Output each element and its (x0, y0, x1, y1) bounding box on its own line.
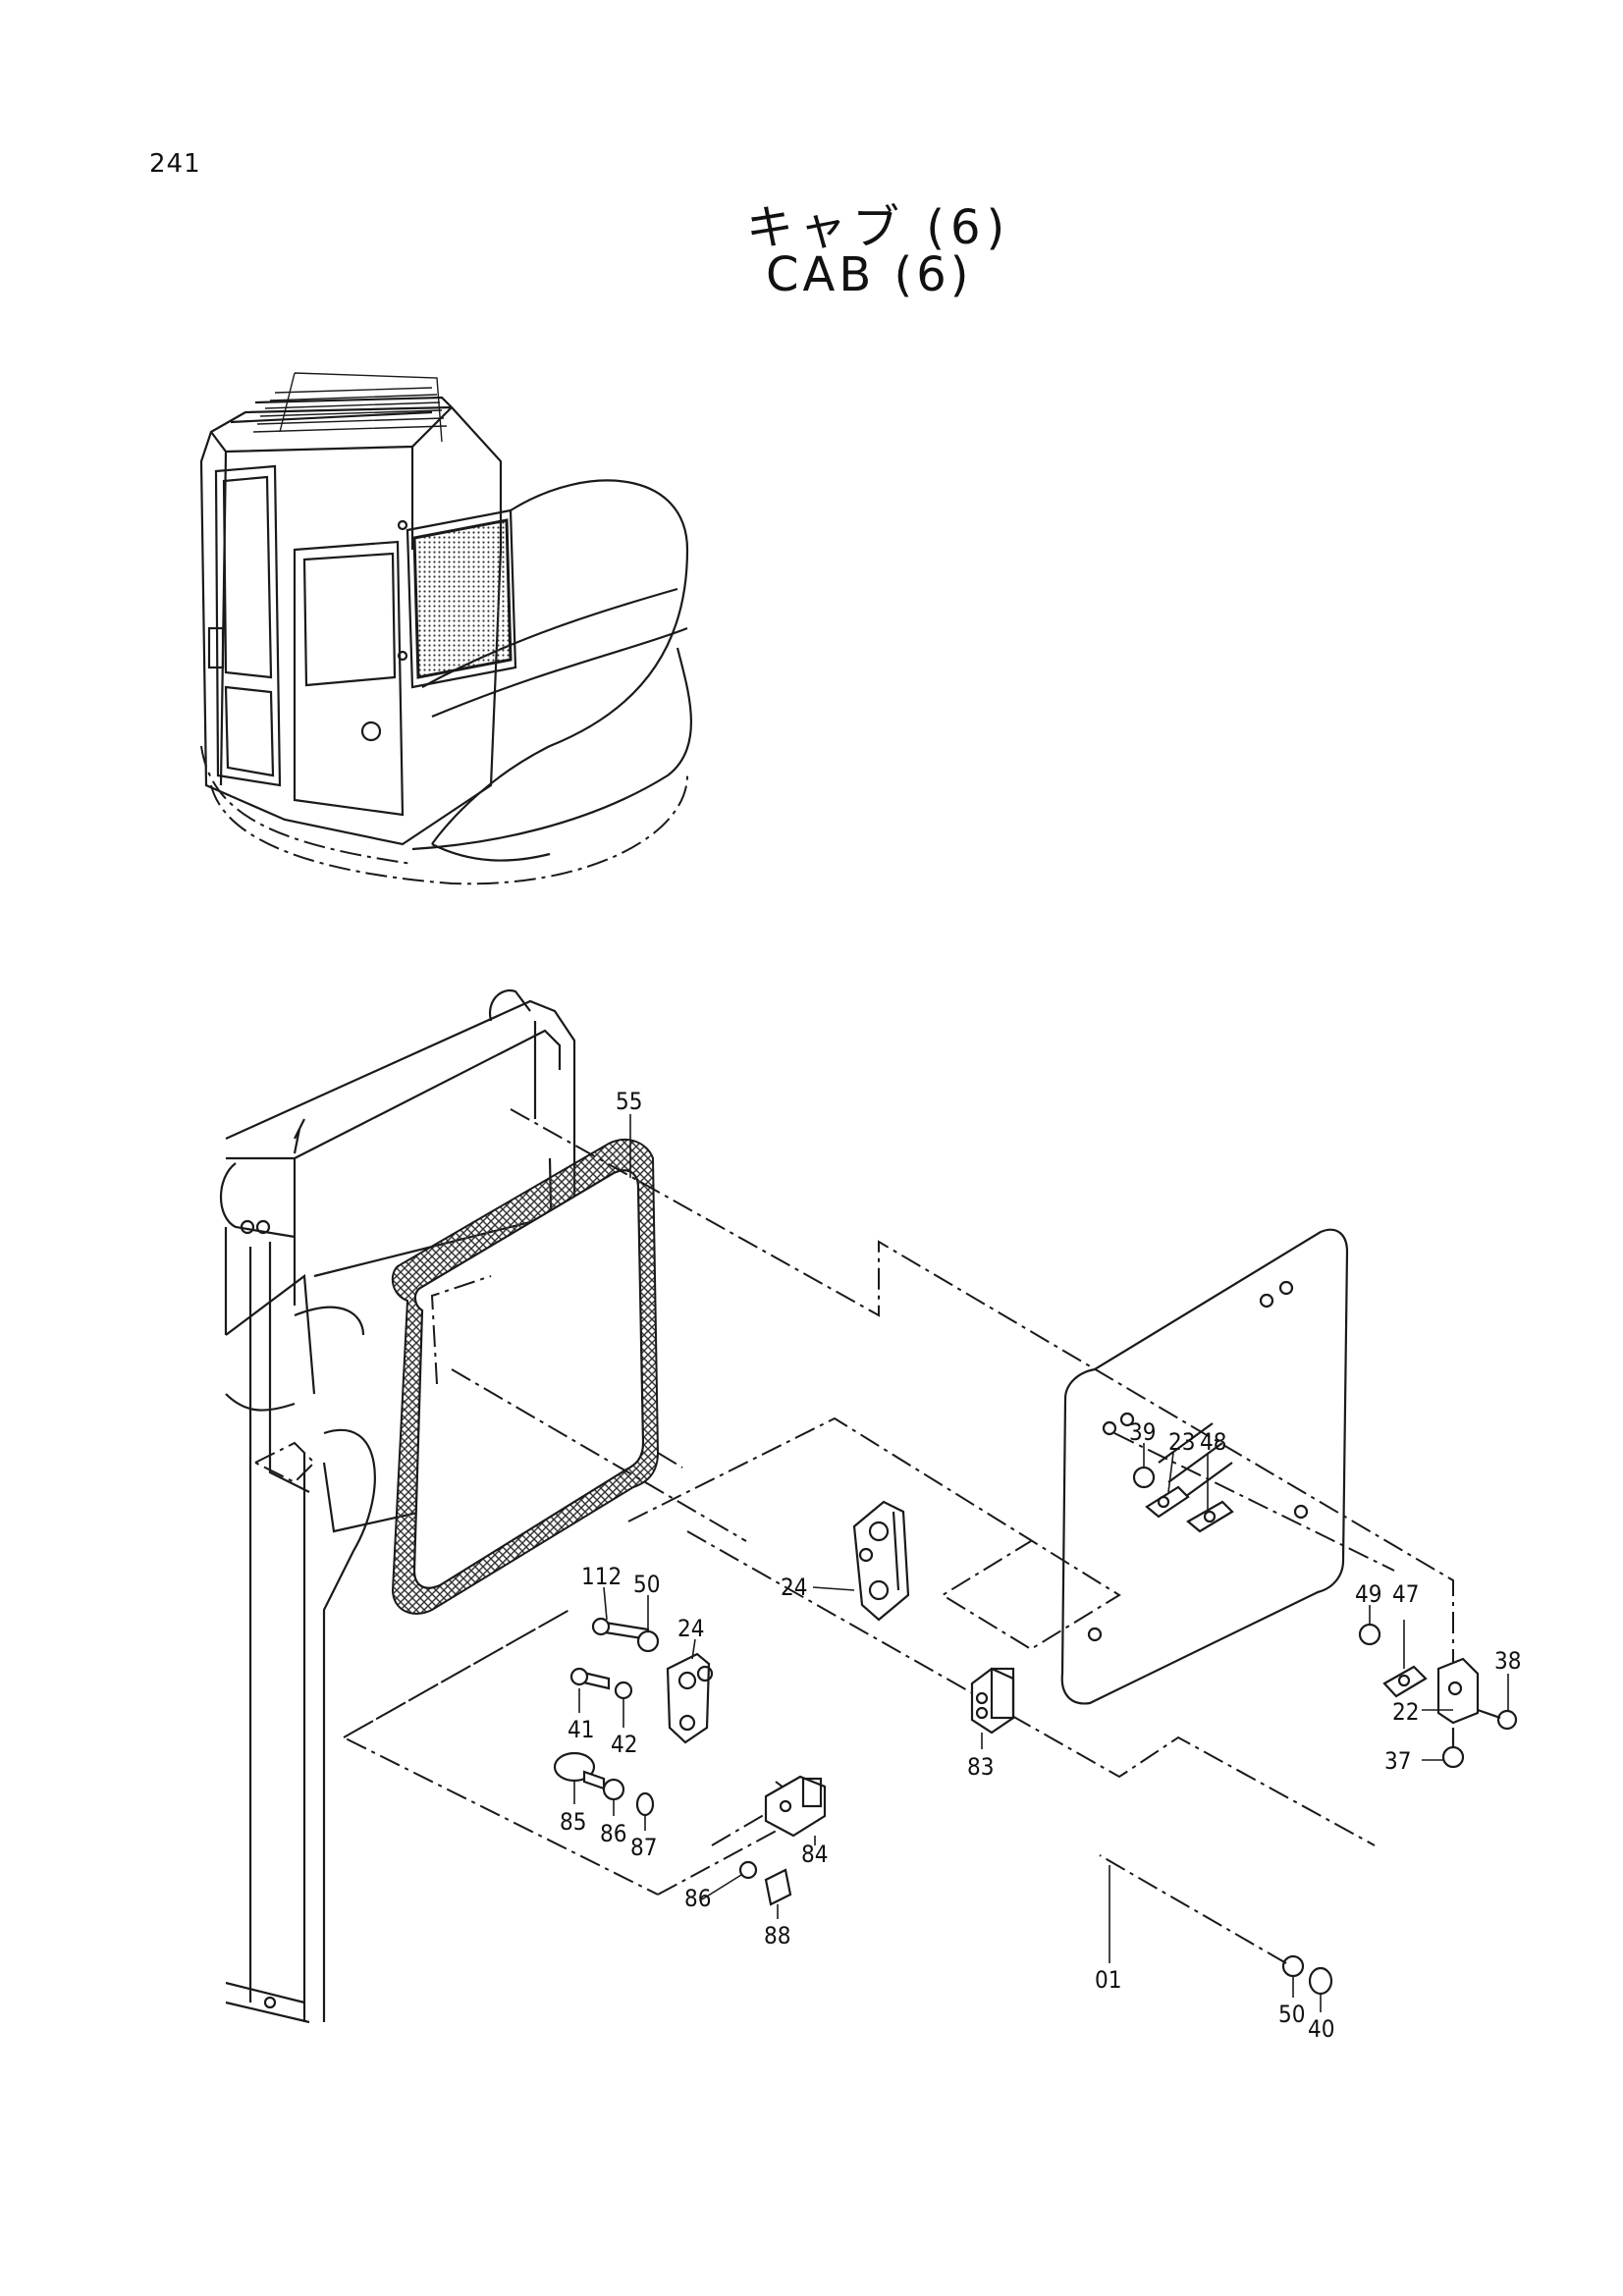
callout-86-lower: 86 (684, 1885, 711, 1912)
callout-83: 83 (967, 1753, 994, 1781)
page-title-english: CAB (6) (766, 247, 973, 302)
callout-50-upper: 50 (633, 1571, 660, 1598)
fasteners (553, 1466, 1518, 1996)
bracket-83 (970, 1667, 1015, 1735)
callout-40: 40 (1308, 2015, 1334, 2043)
callout-23: 23 (1168, 1428, 1195, 1456)
bracket-84 (764, 1775, 827, 1838)
callout-86-upper: 86 (600, 1820, 626, 1847)
callout-50-lower: 50 (1278, 2001, 1305, 2028)
callout-37: 37 (1384, 1747, 1411, 1775)
callout-42: 42 (611, 1731, 637, 1758)
callout-labels: 55 39 23 48 24 112 50 24 49 47 38 22 41 … (560, 1088, 1521, 2043)
callout-48: 48 (1200, 1428, 1226, 1456)
callout-85: 85 (560, 1808, 586, 1836)
callout-22: 22 (1392, 1698, 1419, 1726)
callout-88: 88 (764, 1922, 790, 1949)
callout-24-right: 24 (781, 1574, 807, 1601)
callout-47: 47 (1392, 1580, 1419, 1608)
callout-112: 112 (581, 1563, 622, 1590)
page-number: 241 (149, 149, 201, 179)
hinge-bracket-24-left (666, 1652, 714, 1744)
hinge-plates (1145, 1485, 1480, 1725)
window-seal-55 (391, 1139, 660, 1615)
callout-41: 41 (568, 1716, 594, 1743)
callout-55: 55 (616, 1088, 642, 1115)
machine-overview-illustration (199, 372, 693, 885)
callout-39: 39 (1129, 1418, 1156, 1446)
callout-leader-lines (573, 1114, 1509, 2012)
callout-84: 84 (801, 1841, 828, 1868)
callout-38: 38 (1494, 1647, 1521, 1675)
callout-87: 87 (630, 1834, 657, 1861)
window-glass-01 (1060, 1228, 1395, 1705)
callout-24-left: 24 (677, 1615, 704, 1642)
callout-49: 49 (1355, 1580, 1381, 1608)
hinge-bracket-24-right (852, 1500, 910, 1622)
callout-01: 01 (1095, 1966, 1121, 1994)
page-title-japanese: キャブ (6) (746, 200, 1011, 255)
